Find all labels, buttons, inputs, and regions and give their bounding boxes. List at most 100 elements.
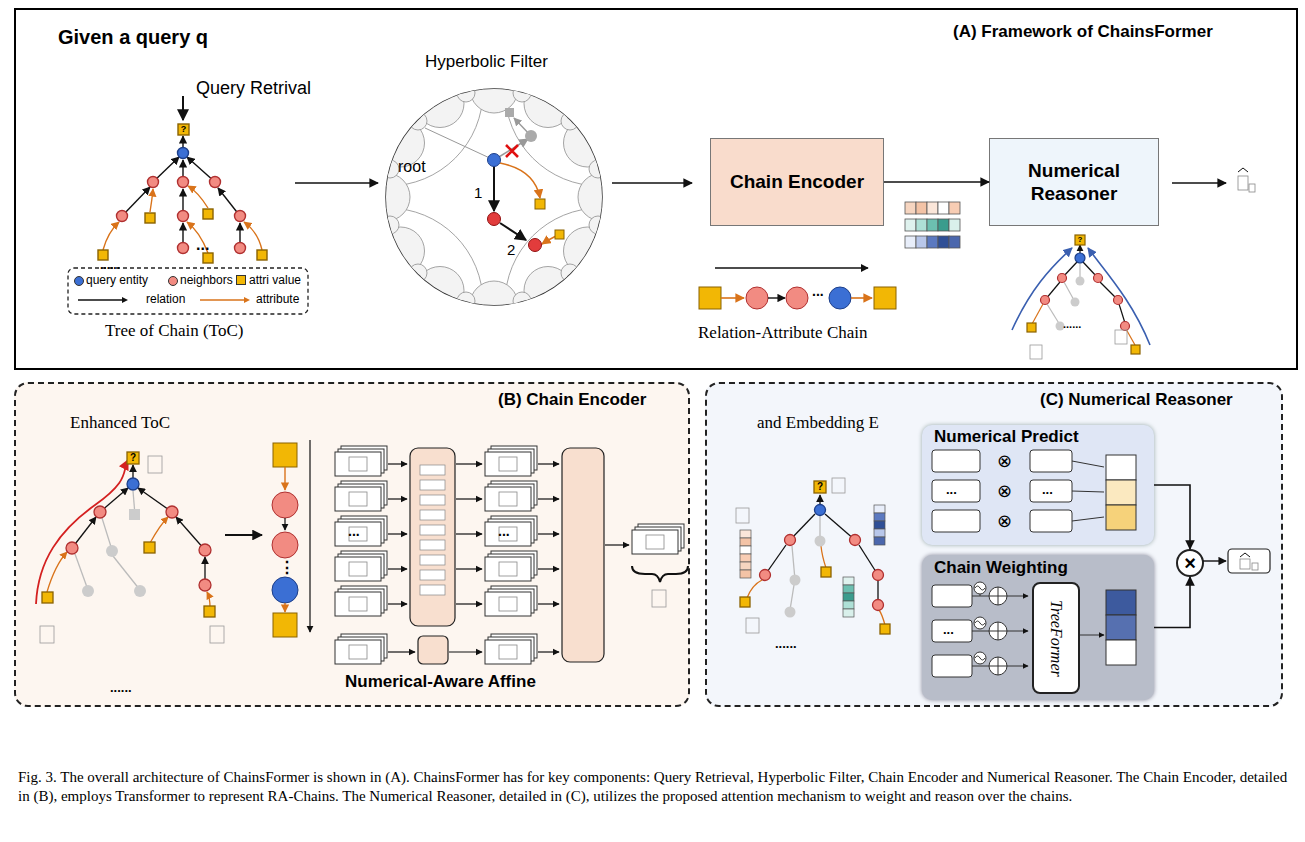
embedding-bars-part: [938, 236, 949, 248]
tree-of-chain-part: [203, 253, 213, 263]
predict-rows-part: [1072, 517, 1104, 521]
ra-chain-part: [746, 287, 768, 309]
embedding-bars-part: [874, 529, 885, 537]
embedding-tree-part: [819, 516, 820, 540]
reasoner-tree-part: [1131, 345, 1140, 354]
transformer-stacks-part: [418, 636, 448, 664]
label-text: ......: [1063, 318, 1081, 330]
weighting-rows-part: [989, 657, 1007, 675]
label-text: root: [398, 158, 426, 176]
node-text: Numerical Predict: [934, 427, 1079, 447]
embedding-tree-part: [815, 505, 826, 516]
enhanced-tree-part: [138, 488, 172, 512]
embedding-bars-part: [949, 219, 960, 231]
enhanced-tree-part: [47, 552, 67, 592]
embedding-tree-part: [760, 570, 771, 581]
vertical-chain-part: [284, 467, 285, 490]
label-text: Query Retrival: [196, 78, 311, 99]
transformer-stacks-part-part: [605, 544, 629, 545]
hyperbolic-disc-part-part: [416, 80, 464, 128]
tree-of-chain-part: [98, 250, 108, 260]
predict-rows-part: [1072, 491, 1104, 492]
weighting-rows-part: [932, 655, 972, 677]
legend-frame-part: [68, 268, 308, 314]
weighting-rows-part: [989, 587, 1007, 605]
embedding-tree-part: [815, 536, 826, 547]
hyperbolic-disc-part-part: [513, 84, 531, 102]
tree-of-chain-part: [103, 222, 119, 250]
transformer-stacks-part: [420, 540, 445, 550]
embedding-bars-part: [874, 513, 885, 521]
tree-of-chain-part: [148, 177, 159, 188]
output-box-part: [1240, 559, 1250, 569]
query-arrow-part: [182, 96, 184, 120]
enhanced-tree-part: [66, 542, 78, 554]
reasoner-tree-part: [1032, 304, 1043, 324]
weighting-rows-part: [1106, 615, 1136, 640]
embedding-tree-part: [873, 600, 884, 611]
transformer-stacks-part-part: [456, 463, 482, 464]
embedding-bars: [905, 202, 960, 248]
legend-swatch: [74, 276, 84, 286]
hyperbolic-disc-part-part: [505, 208, 695, 398]
reasoner-tree-part: [1126, 329, 1135, 345]
embedding-tree-part: [790, 575, 801, 586]
predict-rows-part: [932, 480, 980, 502]
label-text: Relation-Attribute Chain: [698, 323, 868, 343]
hyperbolic-disc-part-part: [381, 216, 399, 234]
hyperbolic-disc-part-part: [381, 160, 399, 178]
weighting-rows-part: [975, 586, 985, 590]
flow-arrow-part: [295, 182, 378, 184]
vertical-chain-part: [272, 492, 298, 518]
weighting-box: Chain WeightingTreeFormer: [922, 555, 1154, 700]
legend-line-sample: [200, 295, 252, 305]
enhanced-tree-part: [127, 452, 139, 464]
reasoner-tree-part: [1075, 253, 1085, 263]
enhanced-tree-part: [72, 517, 96, 548]
embedding-bars-part: [843, 601, 854, 609]
node-text: Chain Encoder: [730, 171, 864, 193]
embedding-tree-part: [790, 514, 815, 540]
embedding-bars-part: [740, 562, 751, 570]
tree-of-chain-part: [235, 211, 246, 222]
flow-arrow-part: [1172, 182, 1226, 184]
embedding-bars-part: [916, 219, 927, 231]
hyperbolic-disc-part-part: [589, 216, 607, 234]
transformer-stacks-part-part: [456, 603, 482, 604]
embedding-bars-part: [740, 538, 751, 546]
label-text: 2: [507, 241, 515, 258]
output-box: [1203, 549, 1270, 573]
transformer-stacks-part-part: [538, 498, 559, 499]
hyperbolic-disc-part: [425, 128, 494, 160]
embedding-tree-part: [879, 610, 885, 625]
vertical-chain: [272, 440, 310, 637]
enhanced-tree-part: [42, 592, 53, 603]
query-arrow: [183, 96, 184, 120]
legend-text: neighbors: [180, 273, 233, 287]
tree-of-chain-part: [178, 243, 189, 254]
tree-of-chain-part: [178, 148, 189, 159]
hyperbolic-disc-part: [514, 118, 531, 136]
weighting-rows: [932, 582, 1136, 677]
weighting-rows-part: [1080, 635, 1104, 636]
weighting-rows-part: [1106, 590, 1136, 615]
legend-swatch: [236, 275, 246, 285]
ra-chain-part: [829, 287, 851, 309]
predict-rows-part: [1106, 455, 1136, 480]
transformer-stacks-part: [632, 566, 688, 582]
embedding-bars-part: [843, 593, 854, 601]
hyperbolic-disc-part-part: [457, 84, 475, 102]
embedding-bars-part: [740, 546, 751, 554]
enhanced-tree-part: [40, 626, 54, 643]
weighting-rows-part: [1007, 631, 1028, 632]
enhanced-tree-part: [204, 557, 205, 585]
reasoner-panel: (C) Numerical ReasonerNumerical PredictC…: [705, 382, 1283, 707]
embedding-bars-part: [927, 219, 938, 231]
embedding-bars-part: [905, 219, 916, 231]
output-symbol-part: [1238, 176, 1248, 190]
hyperbolic-disc-part-part: [293, 208, 483, 398]
transformer-stacks-part-part: [388, 568, 407, 569]
transformer-stacks: [335, 446, 688, 664]
weighting-rows-part: [932, 585, 972, 607]
predict-rows-part: [1030, 450, 1072, 472]
